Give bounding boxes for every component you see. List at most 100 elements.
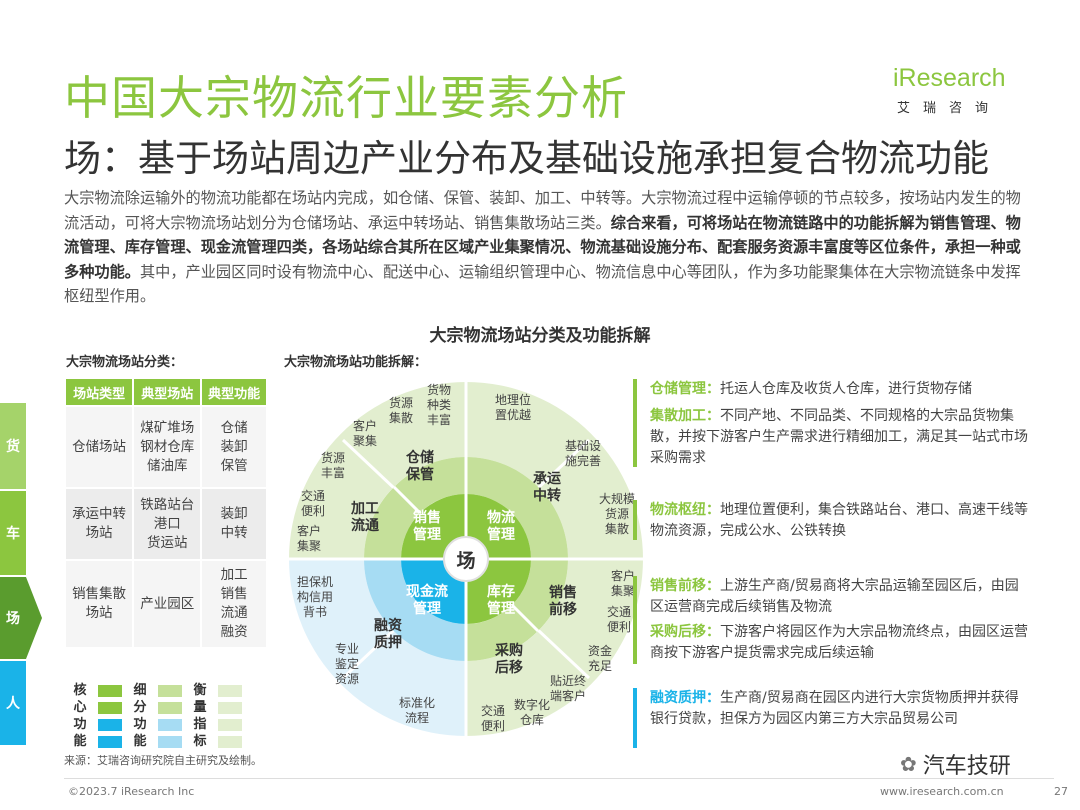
metric-label: 流程 [405, 710, 429, 725]
desc-bar-pledge [633, 688, 637, 748]
metric-label: 种类 [427, 398, 451, 412]
metric-label: 基础设 [565, 439, 601, 453]
desc-bar-storage [633, 379, 637, 467]
legend-swatch-core-blue [98, 719, 122, 731]
side-nav-site[interactable]: 场 [0, 577, 26, 659]
core-label-sales: 管理 [413, 526, 441, 543]
core-label-inventory: 管理 [487, 600, 515, 617]
metric-label: 货源 [321, 450, 345, 465]
metric-label: 交通 [607, 604, 631, 619]
header-typical-function: 典型功能 [202, 379, 266, 405]
table-row: 仓储场站 煤矿堆场钢材仓库储油库 仓储装卸保管 [66, 407, 266, 487]
desc-item: 集散加工：不同产地、不同品类、不同规格的大宗品货物集散，并按下游客户生产需求进行… [650, 408, 1028, 466]
metric-label: 交通 [301, 488, 325, 503]
sub-label-storage: 保管 [405, 466, 434, 483]
side-nav-vehicle[interactable]: 车 [0, 491, 26, 575]
metric-label: 集聚 [297, 538, 321, 553]
intro-bold: 综合来看，可将场站在物流链路中的功能拆解为销售管理、物流管理、库存管理、现金流管… [64, 213, 1021, 281]
sub-label-sales-forward: 销售 [549, 584, 577, 601]
wheel-center [443, 536, 489, 582]
side-nav-goods[interactable]: 货 [0, 403, 26, 489]
metric-label: 贴近终 [550, 673, 586, 688]
metric-label: 端客户 [550, 688, 586, 703]
logo-brand: iResearch [893, 64, 1006, 92]
cell-type: 销售集散场站 [66, 561, 133, 647]
intro-plain-1: 大宗物流除运输外的物流功能都在场站内完成，如仓储、保管、装卸、加工、中转等。大宗… [64, 189, 1021, 232]
core-label-inventory: 库存 [487, 583, 515, 600]
cell-funcs: 装卸中转 [202, 489, 266, 559]
desc-item: 销售前移：上游生产商/贸易商将大宗品运输至园区后，由园区运营商完成后续销售及物流 [650, 578, 1019, 615]
sub-label-purchase-back: 后移 [495, 659, 523, 676]
desc-item: 物流枢纽：地理位置便利，集合铁路站台、港口、高速干线等物流资源，完成公水、公铁转… [650, 502, 1028, 539]
wheel-sub-lower-left [364, 559, 466, 661]
metric-label: 聚集 [353, 433, 377, 448]
legend-swatch-metric [218, 736, 242, 748]
sub-label-pledge: 质押 [374, 634, 402, 651]
sub-label-transfer: 中转 [533, 487, 561, 504]
metric-label: 标准化 [399, 696, 435, 710]
wheel-center-label: 场 [456, 550, 475, 572]
cell-sites: 产业园区 [134, 561, 201, 647]
sub-label-pledge: 融资 [374, 617, 402, 634]
metric-label: 便利 [607, 620, 631, 634]
table-row: 承运中转场站 铁路站台港口货运站 装卸中转 [66, 489, 266, 559]
metric-label: 资金 [588, 643, 612, 658]
metric-label: 客户 [353, 418, 377, 433]
core-label-sales: 销售 [413, 509, 441, 526]
metric-label: 数字化 [514, 697, 550, 712]
desc-item: 采购后移：下游客户将园区作为大宗品物流终点，由园区运营商按下游客户提货需求完成后… [650, 624, 1028, 661]
metric-label: 资源 [335, 672, 359, 686]
core-label-cashflow: 现金流 [406, 583, 448, 600]
page-title: 中国大宗物流行业要素分析 [64, 71, 628, 125]
core-label-cashflow: 管理 [413, 600, 441, 617]
breakdown-heading: 大宗物流场站功能拆解： [284, 355, 428, 370]
desc-item: 融资质押：生产商/贸易商在园区内进行大宗货物质押并获得银行贷款，担保方为园区内第… [650, 690, 1019, 727]
metric-label: 大规模 [599, 491, 635, 506]
metric-label: 专业 [335, 641, 359, 656]
side-nav-site-label: 场 [6, 611, 20, 627]
metric-label: 集聚 [611, 583, 635, 598]
metric-label: 集散 [389, 410, 413, 425]
metric-label: 施完善 [565, 453, 601, 468]
header-site-type: 场站类型 [66, 379, 133, 405]
wheel-sub-upper-right [466, 457, 568, 559]
legend-swatch-metric [218, 702, 242, 714]
legend-swatch-sub-green [158, 685, 182, 697]
wheel-sub-upper-left-b [394, 457, 466, 513]
legend-swatch-metric [218, 719, 242, 731]
metric-label: 构信用 [297, 589, 333, 604]
wheel-sub-upper-left-a [364, 487, 420, 559]
metric-label: 便利 [301, 504, 325, 518]
metric-label: 集散 [605, 521, 629, 536]
page-number: 27 [1054, 785, 1068, 798]
footer-copyright: ©2023.7 iResearch Inc [68, 785, 195, 798]
legend-swatch-core-blue [98, 736, 122, 748]
metric-label: 丰富 [321, 465, 345, 480]
watermark-text: 汽车技研 [922, 754, 1011, 779]
legend-swatch-sub-green [158, 702, 182, 714]
metric-label: 地理位 [495, 392, 531, 407]
desc-group-storage: 仓储管理：托运人仓库及收货人仓库，进行货物存储 集散加工：不同产地、不同品类、不… [650, 379, 1030, 471]
footer-divider [64, 778, 1054, 779]
sub-label-processing: 流通 [351, 517, 379, 534]
legend: 核心功能 细分功能 衡量指标 [72, 682, 272, 749]
cell-funcs: 仓储装卸保管 [202, 407, 266, 487]
table-header-row: 场站类型 典型场站 典型功能 [66, 379, 266, 405]
sub-label-processing: 加工 [350, 501, 379, 517]
side-nav-people[interactable]: 人 [0, 661, 26, 745]
intro-paragraph: 大宗物流除运输外的物流功能都在场站内完成，如仓储、保管、装卸、加工、中转等。大宗… [64, 186, 1024, 309]
metric-label: 货物 [427, 382, 451, 397]
legend-core-label: 核心功能 [73, 683, 87, 749]
table-row: 销售集散场站 产业园区 加工销售流通融资 [66, 561, 266, 647]
intro-plain-2: 其中，产业园区同时设有物流中心、配送中心、运输组织管理中心、物流信息中心等团队，… [64, 262, 1021, 306]
metric-label: 便利 [481, 719, 505, 733]
classification-table: 场站类型 典型场站 典型功能 仓储场站 煤矿堆场钢材仓库储油库 仓储装卸保管 承… [64, 377, 268, 649]
metric-label: 仓库 [520, 712, 544, 727]
legend-swatch-sub-blue [158, 736, 182, 748]
header-typical-site: 典型场站 [134, 379, 201, 405]
metric-label: 充足 [588, 658, 612, 673]
metric-label: 担保机 [297, 575, 333, 589]
metric-label: 背书 [303, 605, 327, 619]
footer-website[interactable]: www.iresearch.com.cn [880, 785, 1004, 798]
wheel-sub-lower-right-a [512, 559, 568, 631]
